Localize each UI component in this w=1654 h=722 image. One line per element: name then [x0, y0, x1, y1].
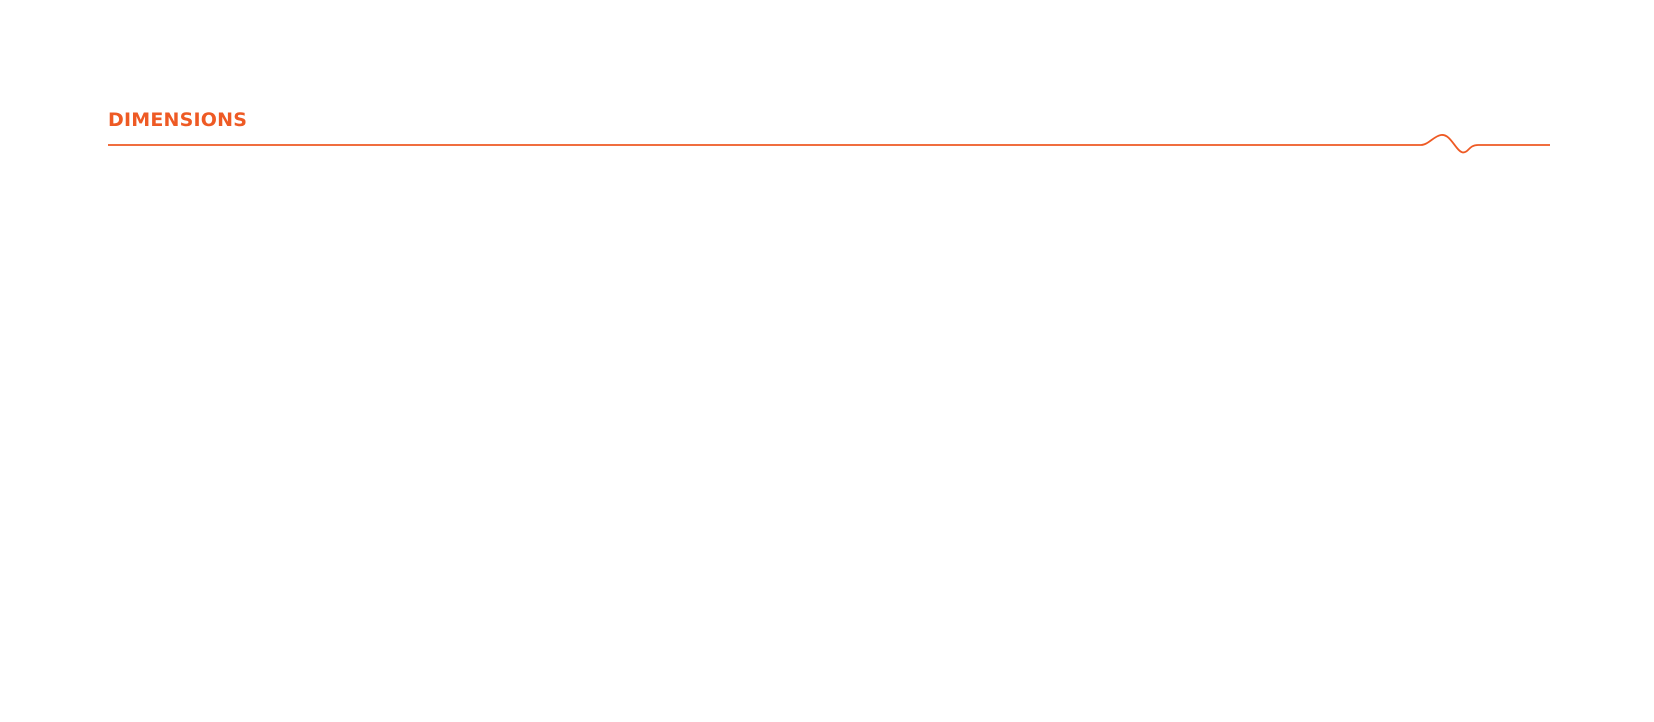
- divider-line: [108, 134, 1550, 154]
- section-header: DIMENSIONS: [108, 100, 1550, 160]
- section-title: DIMENSIONS: [108, 109, 248, 131]
- wave-divider-icon: [108, 134, 1550, 154]
